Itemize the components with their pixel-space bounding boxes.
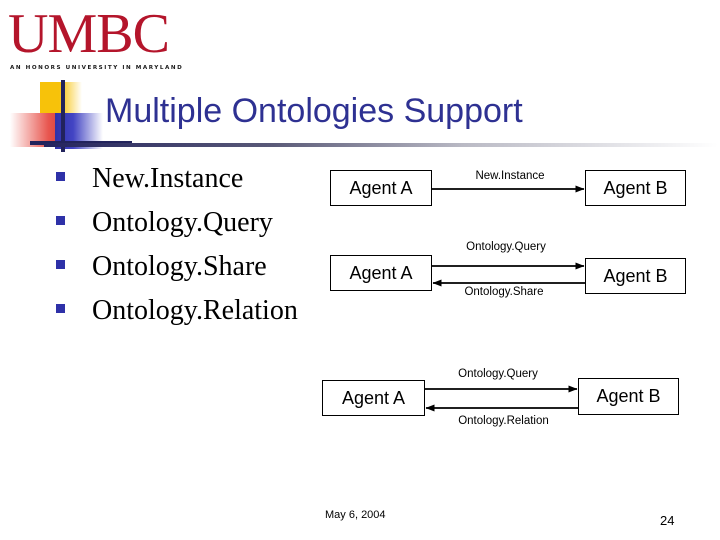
edge-label-g3-ontologyquery: Ontology.Query <box>458 368 538 380</box>
title-divider <box>44 143 718 147</box>
agent-node-a-group1[interactable]: Agent A <box>330 170 432 206</box>
umbc-logo: UMBC AN HONORS UNIVERSITY IN MARYLAND <box>8 3 184 84</box>
bullet-square-icon <box>56 260 65 269</box>
list-item: Ontology.Share <box>56 250 356 294</box>
bullet-square-icon <box>56 172 65 181</box>
edge-label-g2-ontologyquery: Ontology.Query <box>466 241 546 253</box>
agent-node-b-group3[interactable]: Agent B <box>578 378 679 415</box>
edge-label-g3-ontologyrelation: Ontology.Relation <box>458 415 549 427</box>
agent-node-b-group2[interactable]: Agent B <box>585 258 686 294</box>
list-item-label: Ontology.Share <box>92 251 267 282</box>
page-title: Multiple Ontologies Support <box>105 92 523 130</box>
list-item: Ontology.Relation <box>56 294 356 338</box>
agent-node-a-group3[interactable]: Agent A <box>322 380 425 416</box>
bullet-square-icon <box>56 304 65 313</box>
agent-node-a-group2[interactable]: Agent A <box>330 255 432 291</box>
bullet-square-icon <box>56 216 65 225</box>
footer-date: May 6, 2004 <box>325 509 386 521</box>
edge-label-g1-newinstance: New.Instance <box>475 170 545 182</box>
list-item-label: Ontology.Query <box>92 207 273 238</box>
list-item-label: Ontology.Relation <box>92 295 298 326</box>
decorative-color-blocks <box>10 80 132 152</box>
page-number: 24 <box>660 513 675 528</box>
umbc-tagline: AN HONORS UNIVERSITY IN MARYLAND <box>10 65 184 71</box>
bullet-list: New.Instance Ontology.Query Ontology.Sha… <box>56 162 356 338</box>
edge-label-g2-ontologyshare: Ontology.Share <box>464 286 544 298</box>
list-item-label: New.Instance <box>92 163 244 194</box>
agent-node-b-group1[interactable]: Agent B <box>585 170 686 206</box>
list-item: New.Instance <box>56 162 356 206</box>
umbc-wordmark: UMBC <box>8 3 170 65</box>
deco-vertical-line <box>61 80 65 152</box>
list-item: Ontology.Query <box>56 206 356 250</box>
